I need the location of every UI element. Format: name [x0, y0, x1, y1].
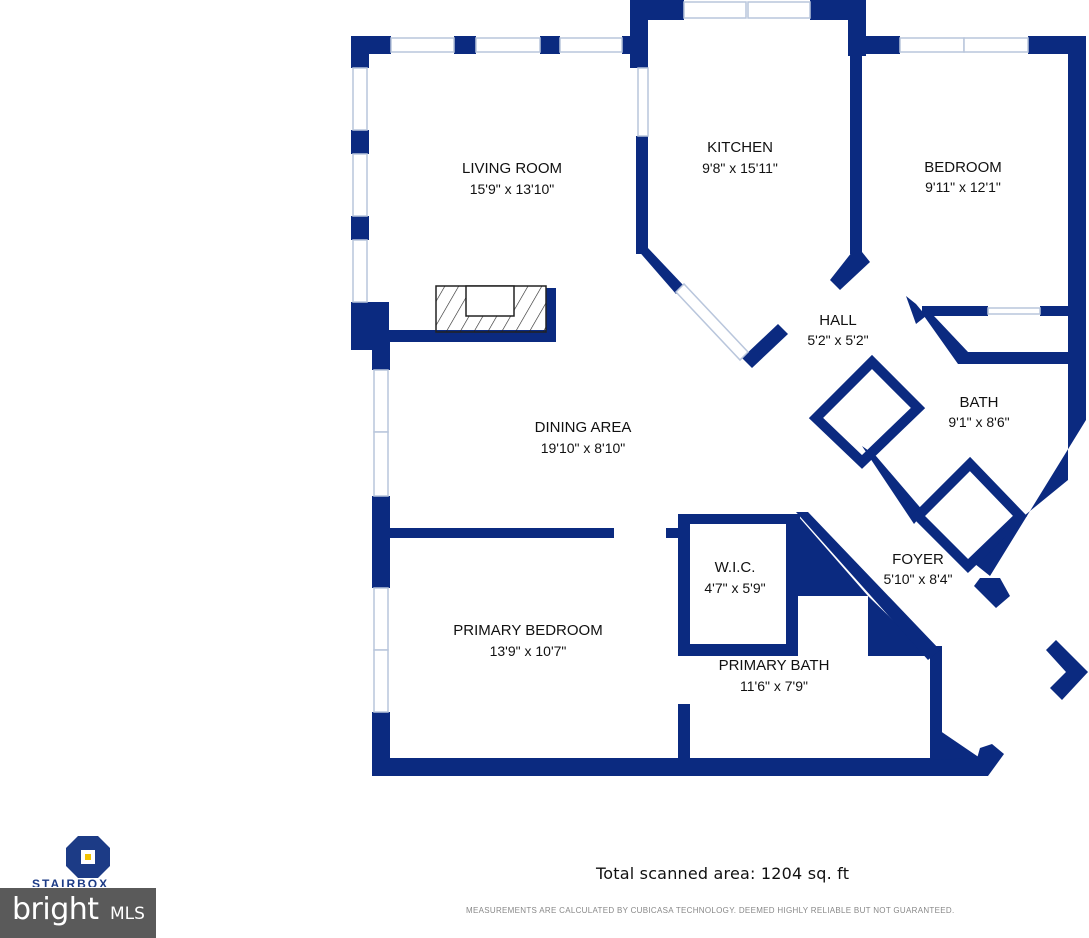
wall-foyer-door [1046, 640, 1088, 700]
kitchen-name: KITCHEN [707, 139, 773, 156]
foyer-dims: 5'10" x 8'4" [884, 571, 953, 587]
bedroom-dims: 9'11" x 12'1" [925, 179, 1001, 195]
window-kitchen-diag [674, 282, 750, 362]
window-kitchen-top-1 [683, 1, 747, 19]
wall-living-left-2 [351, 130, 369, 154]
window-living-left-2 [352, 153, 368, 217]
window-bedroom-top-1 [899, 37, 965, 53]
room-labels: LIVING ROOM 15'9" x 13'10" KITCHEN 9'8" … [453, 139, 1009, 694]
wall-kitchen-left-col [630, 0, 648, 68]
window-living-top-2 [475, 37, 541, 53]
wall-foyer-left-diag [796, 512, 940, 660]
window-kitchen-left [637, 67, 649, 137]
wall-pbath-corner [930, 724, 980, 760]
bath-vanity-lower [910, 456, 1028, 574]
window-living-top-3 [559, 37, 623, 53]
wall-living-top-3 [540, 36, 560, 54]
hall-name: HALL [819, 312, 857, 329]
bath-vanity-upper [808, 354, 926, 469]
wall-wic-bottom [678, 644, 798, 656]
fireplace-firebox [465, 285, 515, 317]
living-room-name: LIVING ROOM [462, 160, 562, 177]
wall-kitchen-diag-right [742, 324, 788, 368]
window-bedroom-top-2 [963, 37, 1029, 53]
primary-bath-dims: 11'6" x 7'9" [740, 678, 808, 694]
wall-foyer-right [974, 578, 1010, 608]
mls-wordmark: MLS [110, 904, 145, 924]
window-pbed-left-1 [373, 587, 389, 651]
wall-bed-divider [386, 528, 614, 538]
window-living-left-1 [352, 67, 368, 131]
wall-bedroom-bottom-2 [1040, 306, 1070, 316]
bath-dims: 9'1" x 8'6" [948, 414, 1009, 430]
total-area-text: Total scanned area: 1204 sq. ft [596, 864, 850, 883]
wall-jog [372, 330, 390, 370]
wall-kitchen-left [636, 136, 648, 254]
dining-area-name: DINING AREA [535, 419, 632, 436]
wall-hall-nw [830, 252, 870, 290]
window-bedroom-closet [987, 307, 1041, 315]
wall-bedroom-top-left [862, 36, 900, 54]
window-living-left-3 [352, 239, 368, 303]
wall-bath-lower-diag [862, 446, 924, 524]
wall-bedroom-bottom-1 [922, 306, 988, 316]
wall-pbed-right [678, 516, 690, 644]
wall-wic-top [678, 514, 800, 524]
wall-living-top-2 [454, 36, 476, 54]
wall-wic-stub [666, 528, 680, 538]
wall-kitchen-diag-left [636, 248, 684, 294]
stairbox-logo-icon [66, 836, 110, 878]
wall-living-left-1 [351, 36, 369, 68]
primary-bedroom-name: PRIMARY BEDROOM [453, 622, 602, 639]
bright-mls-badge: bright MLS [0, 888, 156, 938]
stairbox-wordmark: STAIRBOX [32, 877, 110, 887]
primary-bedroom-dims: 13'9" x 10'7" [490, 643, 567, 659]
dining-area-dims: 19'10" x 8'10" [541, 440, 626, 456]
kitchen-dims: 9'8" x 15'11" [702, 160, 778, 176]
bath-name: BATH [960, 394, 999, 411]
wall-pbed-right-low [678, 704, 690, 766]
wall-fireplace-side [546, 288, 556, 342]
wall-wic-shaft [798, 516, 868, 596]
disclaimer-text: MEASUREMENTS ARE CALCULATED BY CUBICASA … [466, 906, 955, 915]
window-living-top-1 [390, 37, 455, 53]
window-dining-left-2 [373, 431, 389, 497]
foyer-name: FOYER [892, 551, 944, 568]
window-kitchen-top-2 [747, 1, 811, 19]
wall-bedroom-right [1068, 36, 1086, 416]
wall-wic-right [786, 514, 798, 654]
window-dining-left-1 [373, 369, 389, 433]
bright-wordmark: bright [12, 892, 99, 927]
hall-dims: 5'2" x 5'2" [807, 332, 868, 348]
wall-closet-bottom [958, 352, 1070, 364]
wic-dims: 4'7" x 5'9" [704, 580, 765, 596]
fireplace [435, 285, 547, 333]
wall-dining-left [372, 496, 390, 588]
wall-fireplace-base [386, 330, 556, 342]
wall-closet-diag [924, 316, 968, 364]
wall-kitchen-right [850, 40, 862, 254]
wic-name: W.I.C. [715, 559, 756, 576]
primary-bath-name: PRIMARY BATH [719, 657, 830, 674]
window-pbed-left-2 [373, 649, 389, 713]
wall-bottom [372, 758, 984, 776]
wall-hall-ne [906, 296, 926, 324]
living-room-dims: 15'9" x 13'10" [470, 181, 555, 197]
wall-living-left-3 [351, 216, 369, 240]
windows [352, 1, 1041, 713]
bedroom-name: BEDROOM [924, 159, 1002, 176]
walls [351, 0, 1088, 776]
